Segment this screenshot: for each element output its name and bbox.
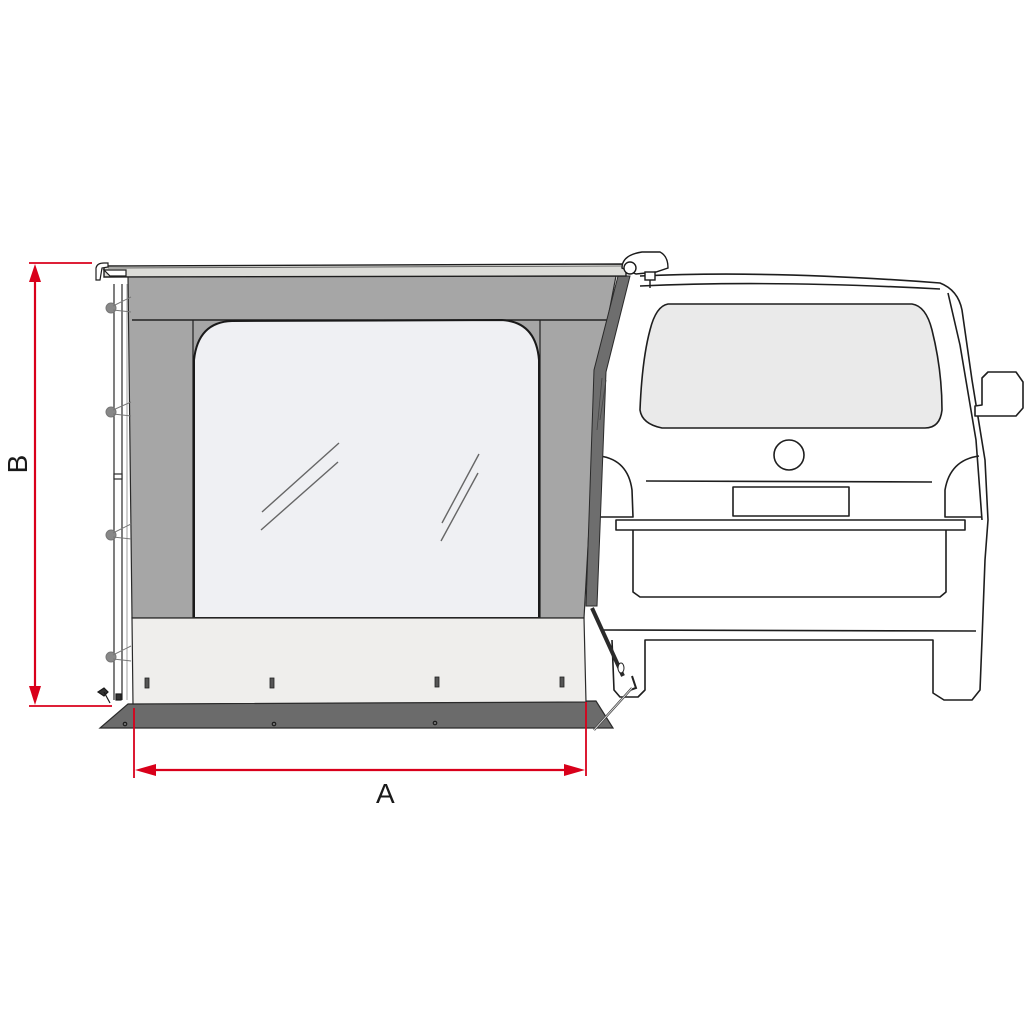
dimension-a	[133, 702, 587, 778]
dimension-a-label: A	[376, 778, 395, 809]
vehicle-bumper-step	[615, 519, 966, 531]
vehicle-rear-window	[639, 303, 943, 429]
panel-window	[193, 318, 540, 619]
van-connector	[590, 607, 638, 731]
vehicle-roof-line	[639, 282, 941, 290]
ground-sheet-eyelets	[122, 720, 438, 727]
vehicle-taillight-left	[596, 455, 634, 518]
ground-sheet	[98, 700, 615, 729]
awning-roller	[103, 263, 627, 278]
pole-tie-downs	[105, 296, 132, 663]
dimension-b-arrow-top	[29, 264, 41, 282]
awning-endcap-left	[95, 262, 127, 281]
vehicle-emblem	[773, 439, 805, 471]
panel-skirt	[131, 617, 587, 705]
tie-down	[105, 523, 132, 541]
window-glare	[260, 442, 480, 542]
vehicle	[596, 273, 1024, 701]
dimension-a-arrow-right	[564, 764, 585, 776]
dimension-b-label: B	[2, 454, 33, 474]
pole-foot	[96, 687, 122, 704]
vehicle-taillight-right	[944, 455, 982, 518]
skirt-toggles	[144, 676, 565, 689]
vehicle-body-outline	[611, 273, 989, 701]
tie-down	[105, 401, 132, 418]
tie-down	[105, 296, 132, 314]
vehicle-pillar-right	[947, 292, 983, 521]
vehicle-license-plate	[732, 486, 850, 517]
vehicle-lower-panel	[632, 530, 947, 598]
vehicle-tailgate-crease	[645, 480, 933, 483]
dimension-a-arrow-left	[135, 764, 156, 776]
awning-endcap-right	[621, 251, 669, 288]
dimension-b-arrow-bottom	[29, 686, 41, 705]
panel-side-strap	[585, 275, 631, 607]
vehicle-side-mirror	[974, 371, 1024, 417]
vehicle-bumper-line	[602, 629, 977, 632]
support-pole	[113, 284, 128, 700]
dimension-b	[29, 262, 112, 707]
strap-tensioner	[617, 662, 625, 674]
panel-side-strap-lines	[596, 377, 607, 431]
tie-down	[105, 645, 132, 663]
